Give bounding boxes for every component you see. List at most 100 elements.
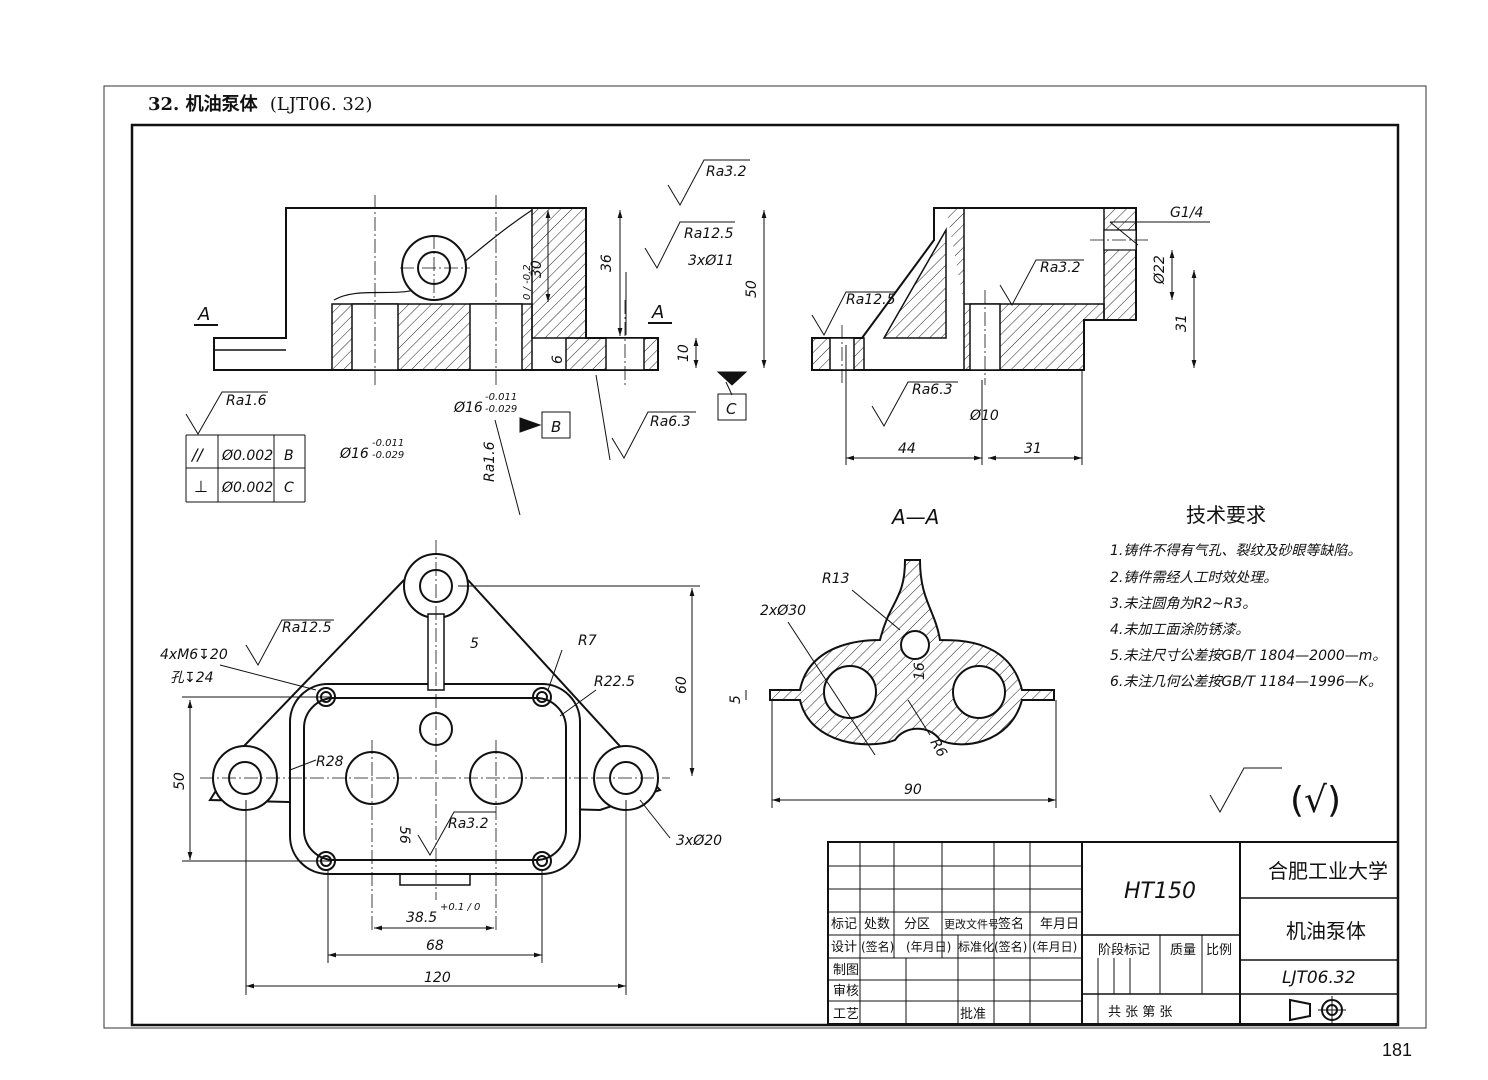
dim-30-tol: 0 / -0.2 [522, 264, 533, 300]
tb-approve: 批准 [960, 1007, 986, 1022]
material: HT150 [1124, 879, 1196, 904]
dim-16: 16 [912, 662, 928, 680]
r28: R28 [316, 754, 344, 770]
ra32-front: Ra3.2 [706, 164, 747, 180]
ra125-front: Ra12.5 [684, 226, 734, 242]
ra32-top: Ra3.2 [448, 816, 489, 832]
d16-upper-tol-a: -0.011 [485, 392, 517, 403]
d16-upper: Ø16 [453, 400, 483, 416]
r13: R13 [822, 571, 850, 587]
sheet-header: 32. 机油泵体 (LJT06. 32) [148, 90, 372, 116]
dim-385-tol: +0.1 / 0 [440, 902, 480, 913]
tech-item-6: 6.未注几何公差按GB/T 1184—1996—K。 [1110, 674, 1382, 690]
dimension-lines [182, 159, 1282, 995]
holes-3x20: 3xØ20 [676, 833, 722, 849]
tb-left-1: 审核 [833, 984, 859, 999]
tol-datum-2: C [284, 480, 294, 496]
annotation-texts: Ra3.2 Ra12.5 3xØ11 Ra1.6 Ra6.3 Ø16 -0.01… [160, 164, 1203, 986]
tol-symbol-1: // [190, 445, 204, 464]
top-view [200, 540, 670, 930]
ra16-left: Ra1.6 [226, 393, 267, 409]
tech-item-5: 5.未注尺寸公差按GB/T 1804—2000—m。 [1110, 648, 1386, 664]
datum-c: C [726, 400, 737, 418]
m6-depth: 孔↧24 [170, 670, 214, 686]
projection-symbol-icon [1289, 996, 1346, 1024]
tol-value-2: Ø0.002 [221, 480, 273, 496]
dim-56: 56 [396, 826, 412, 844]
section-label: A—A [890, 505, 939, 529]
school-name: 合肥工业大学 [1268, 859, 1388, 883]
dim-44: 44 [898, 441, 916, 457]
dim-10: 10 [676, 344, 692, 362]
tb-label-0: 标记 [831, 917, 857, 932]
tb-design-2: (年月日) [906, 940, 951, 954]
tb-label-4: 签名 [998, 916, 1024, 932]
d22: Ø22 [1152, 255, 1168, 285]
tb-design-3: 标准化 [958, 940, 994, 954]
inner-frame [130, 123, 1400, 1027]
drawing-number: LJT06.32 [1282, 968, 1356, 988]
tb-scale: 比例 [1206, 943, 1232, 958]
dim-50-top: 50 [172, 772, 188, 790]
r225: R22.5 [594, 674, 635, 690]
dim-5-top: 5 [470, 636, 479, 652]
dim-60: 60 [674, 676, 690, 694]
datum-b: B [551, 418, 561, 436]
header-title: 机油泵体 [185, 94, 258, 115]
ra16-vertical: Ra1.6 [482, 441, 498, 482]
d10: Ø10 [969, 408, 999, 424]
cut-mark-left: A [197, 304, 210, 325]
tb-stage: 阶段标记 [1098, 943, 1150, 958]
tb-left-0: 制图 [833, 963, 859, 978]
g14: G1/4 [1170, 205, 1203, 221]
tech-item-3: 3.未注圆角为R2~R3。 [1110, 596, 1256, 612]
dim-50-front: 50 [744, 280, 760, 298]
tb-label-5: 年月日 [1040, 917, 1079, 932]
d16-lower-tol-b: -0.029 [372, 450, 404, 461]
dim-36: 36 [599, 254, 615, 272]
tech-item-1: 1.铸件不得有气孔、裂纹及砂眼等缺陷。 [1110, 543, 1361, 559]
tol-datum-1: B [284, 448, 294, 464]
tech-requirements: 技术要求 1.铸件不得有气孔、裂纹及砂眼等缺陷。 2.铸件需经人工时效处理。 3… [1110, 503, 1386, 821]
dim-120: 120 [424, 970, 451, 986]
tb-left-2: 工艺 [833, 1007, 859, 1022]
front-view [213, 195, 659, 385]
tb-design-4: (签名) [994, 939, 1027, 954]
tb-sheets: 共 张 第 张 [1108, 1005, 1172, 1020]
title-block-texts: HT150 合肥工业大学 机油泵体 LJT06.32 标记 处数 分区 更改文件… [831, 859, 1388, 1022]
ra63-front: Ra6.3 [650, 414, 691, 430]
side-view [811, 207, 1150, 385]
holes-2x30: 2xØ30 [760, 603, 806, 619]
dim-90: 90 [904, 782, 922, 798]
tb-label-1: 处数 [864, 917, 890, 932]
section-aa [769, 559, 1055, 746]
tb-mass: 质量 [1170, 943, 1196, 958]
d16-upper-tol-b: -0.029 [485, 404, 517, 415]
dim-385: 38.5 [406, 910, 437, 926]
tb-design-1: (签名) [861, 939, 894, 954]
part-name: 机油泵体 [1286, 919, 1366, 943]
dim-5-section: 5 [728, 695, 744, 704]
tech-item-4: 4.未加工面涂防锈漆。 [1110, 622, 1249, 638]
ra32-side: Ra3.2 [1040, 260, 1081, 276]
tech-title: 技术要求 [1186, 503, 1266, 527]
d16-lower-tol-a: -0.011 [372, 438, 404, 449]
surface-default: (√) [1290, 780, 1341, 821]
tol-value-1: Ø0.002 [221, 448, 273, 464]
dim-31-v: 31 [1174, 314, 1190, 332]
cut-mark-right: A [651, 302, 664, 323]
holes-3x11: 3xØ11 [688, 253, 734, 269]
tb-design-0: 设计 [831, 940, 857, 955]
tech-item-2: 2.铸件需经人工时效处理。 [1110, 570, 1277, 586]
header-number: 32. [148, 94, 180, 115]
tb-design-5: (年月日) [1032, 940, 1077, 954]
ra125-top: Ra12.5 [282, 620, 332, 636]
header-code: (LJT06. 32) [269, 94, 373, 115]
tb-label-2: 分区 [904, 917, 930, 932]
tb-label-3: 更改文件号 [944, 917, 999, 931]
outer-frame [103, 85, 1427, 1029]
dim-68: 68 [426, 938, 444, 954]
tol-symbol-2: ⊥ [194, 477, 208, 496]
r7: R7 [578, 633, 597, 649]
ra125-side: Ra12.5 [846, 292, 896, 308]
